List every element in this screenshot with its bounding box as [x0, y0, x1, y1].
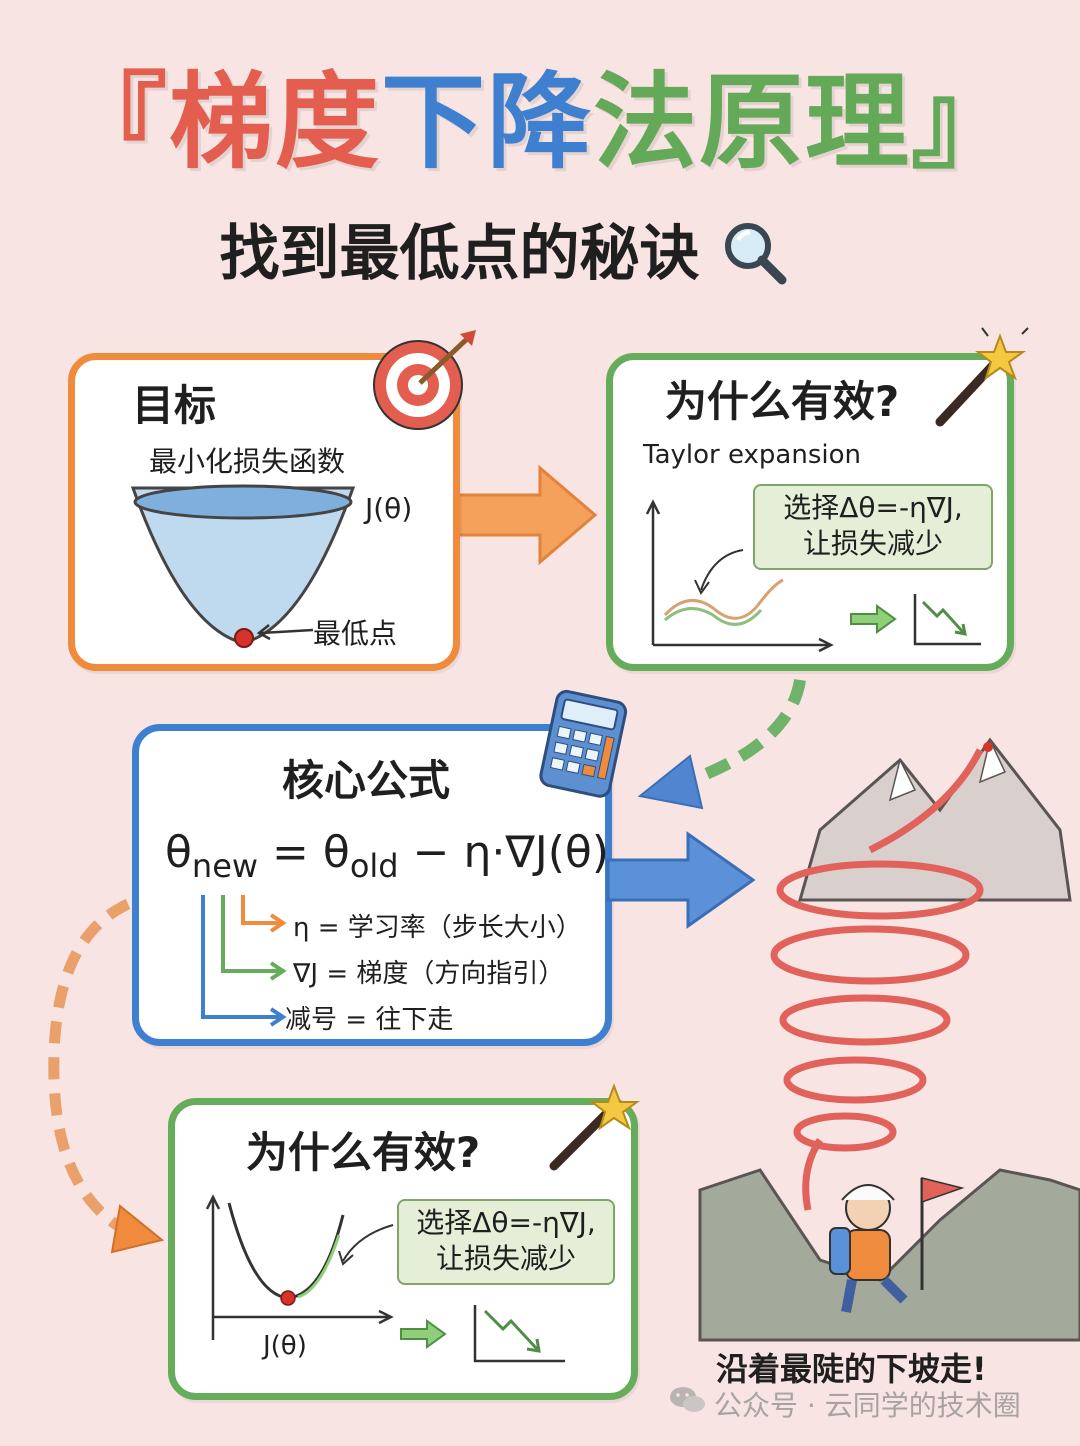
wechat-icon: [670, 1387, 705, 1412]
formula-expression: θnew = θold − η·∇J(θ): [165, 827, 609, 885]
formula-item-eta: η = 学习率（步长大小）: [293, 913, 582, 943]
mountain-icon: [698, 737, 1080, 1342]
why-top-title: 为什么有效?: [664, 377, 900, 426]
formula-card: 核心公式 θnew = θold − η·∇J(θ) η = 学习率（步长大小）…: [132, 724, 612, 1046]
formula-item-minus: 减号 = 往下走: [285, 1005, 454, 1035]
why-bottom-note: 选择Δθ=-η∇J, 让损失减少: [397, 1199, 615, 1285]
why-top-subtitle: Taylor expansion: [643, 440, 861, 470]
goal-min-label: 最低点: [313, 617, 398, 650]
formula-item-gradient: ∇J = 梯度（方向指引）: [293, 959, 565, 989]
title-close-bracket: 』: [911, 61, 1018, 183]
title-part-1: 梯度: [168, 61, 381, 183]
title-part-2: 下降: [380, 61, 593, 183]
spiral-path-icon: [770, 748, 984, 1211]
formula-eq: = θ: [258, 827, 350, 878]
mountain-spiral-illustration: [698, 737, 1080, 1342]
why-top-note: 选择Δθ=-η∇J, 让损失减少: [753, 484, 993, 570]
why-top-note-line1: 选择Δθ=-η∇J,: [783, 491, 963, 524]
hiker-icon: [829, 1184, 908, 1313]
formula-sub-old: old: [349, 847, 399, 885]
why-top-note-line2: 让损失减少: [802, 527, 943, 560]
dashed-arrow-why-to-formula: [637, 678, 806, 810]
subtitle-text: 找到最低点的秘诀: [219, 219, 700, 289]
decreasing-chart-icon: [913, 594, 981, 646]
why-bottom-note-line2: 让损失减少: [435, 1242, 576, 1275]
decreasing-chart-icon-bottom: [473, 1305, 565, 1363]
taylor-plot: [645, 499, 834, 653]
formula-tail: − η·∇J(θ): [398, 827, 609, 878]
green-step-arrow: [850, 604, 897, 634]
arrow-to-min: [256, 624, 314, 641]
green-step-arrow-bottom: [400, 1319, 447, 1349]
title-open-bracket: 『: [62, 61, 169, 183]
page-subtitle: 找到最低点的秘诀: [0, 214, 1010, 294]
goal-curve-label: J(θ): [365, 492, 413, 525]
bowl-curve: [130, 484, 356, 648]
arrow-goal-to-why: [453, 464, 598, 566]
why-card-top: 为什么有效? Taylor expansion 选择Δθ=-η∇J, 让损失减少: [606, 353, 1014, 671]
why-bottom-note-line1: 选择Δθ=-η∇J,: [416, 1206, 596, 1239]
goal-title: 目标: [131, 381, 216, 430]
magic-wand-icon-bottom: [549, 1083, 641, 1171]
why-bottom-title: 为什么有效?: [245, 1128, 481, 1177]
parabola-plot: [205, 1194, 394, 1340]
magnifier-icon: [725, 223, 787, 285]
why-card-bottom: 为什么有效? J(θ) 选择Δθ=-η∇J, 让损失减少: [168, 1098, 638, 1400]
page-title: 『梯度下降法原理』: [0, 52, 1080, 192]
why-bottom-curve-label: J(θ): [263, 1331, 307, 1361]
dashed-arrow-formula-to-bottom: [48, 899, 165, 1254]
illustration-caption: 沿着最陡的下坡走!: [716, 1350, 987, 1388]
flag-icon: [920, 1177, 965, 1290]
target-icon: [373, 330, 476, 430]
watermark-text: 公众号 · 云同学的技术圈: [714, 1389, 1021, 1422]
magic-wand-icon: [935, 327, 1029, 427]
formula-title: 核心公式: [281, 756, 450, 805]
goal-subtitle: 最小化损失函数: [149, 445, 346, 478]
formula-theta-1: θ: [165, 827, 192, 878]
arrow-formula-to-illustration: [606, 831, 756, 929]
title-part-3: 法原理: [593, 61, 912, 183]
calculator-icon: [539, 689, 628, 798]
formula-sub-new: new: [191, 847, 259, 885]
formula-brackets: [201, 895, 287, 1027]
